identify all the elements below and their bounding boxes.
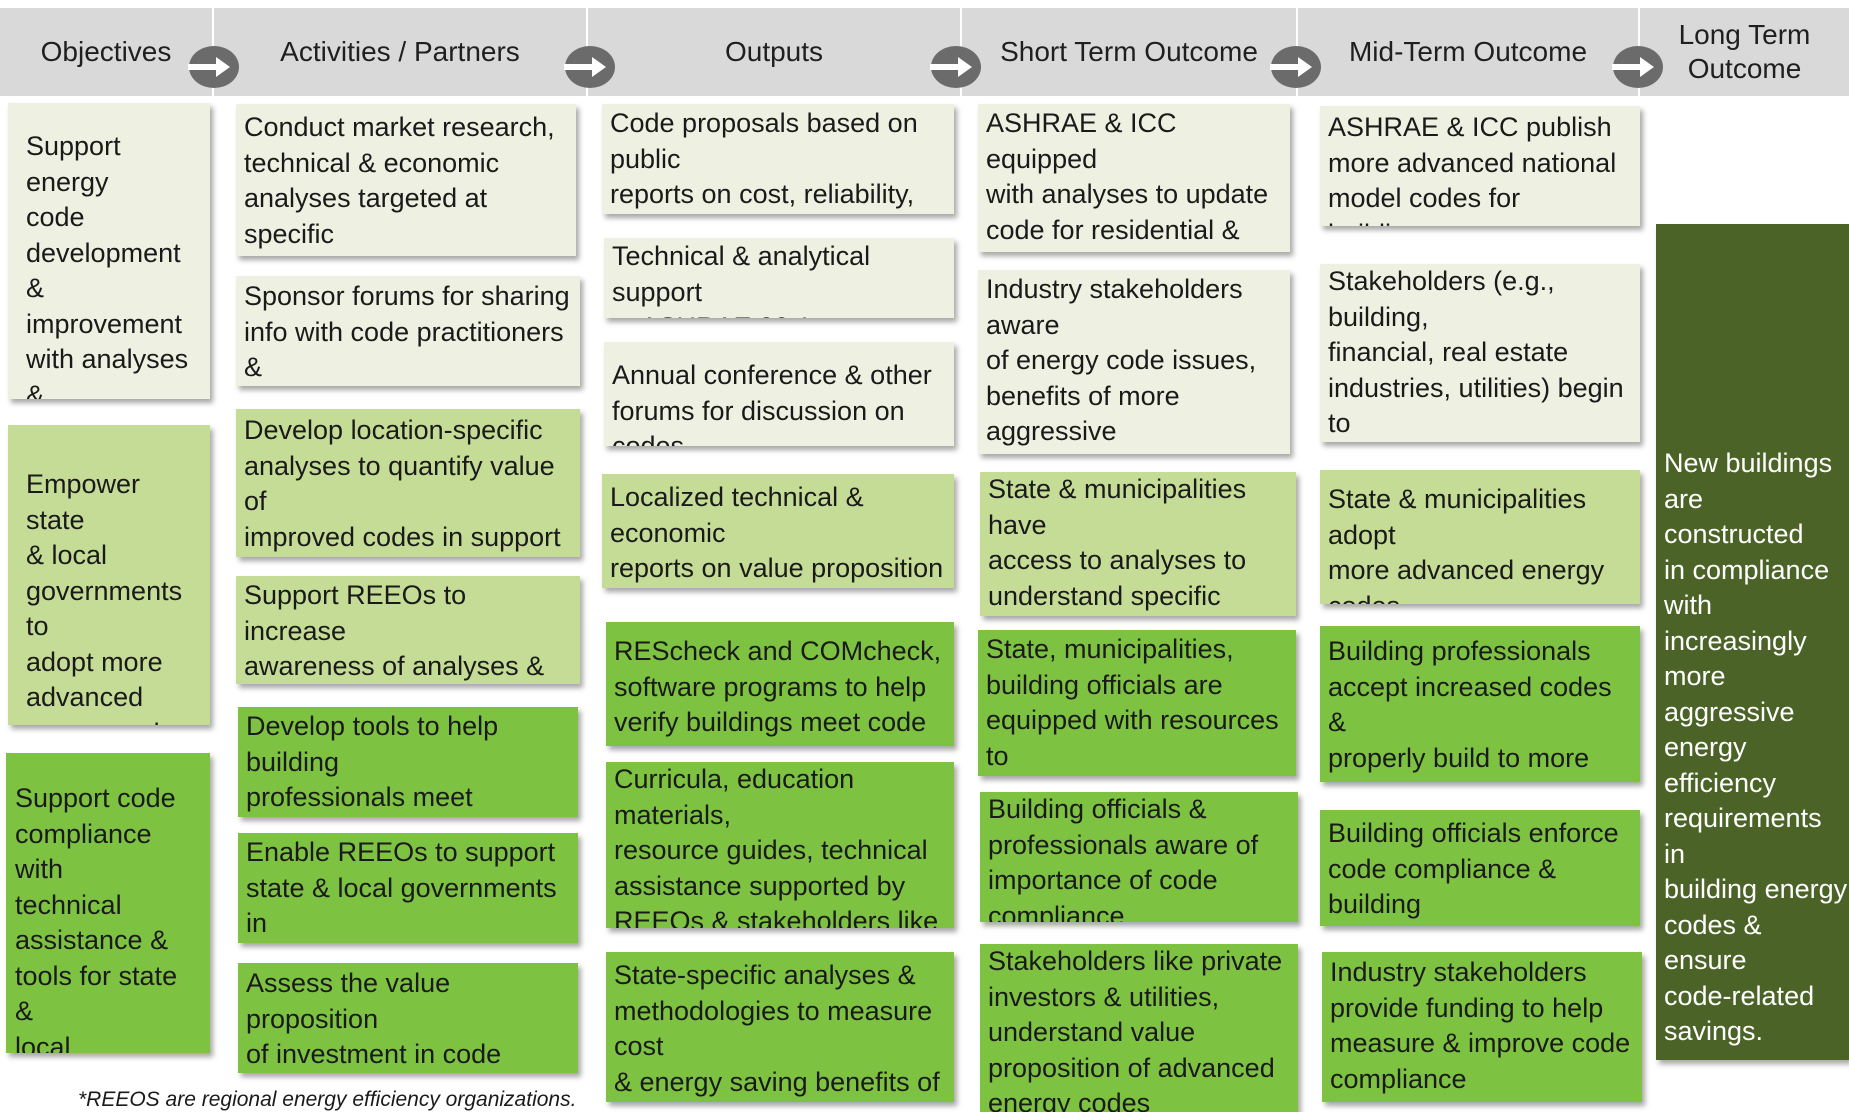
mid-term-box: Stakeholders (e.g., building, financial,… — [1320, 264, 1640, 442]
short-term-box: State, municipalities, building official… — [978, 630, 1296, 776]
short-term-box: ASHRAE & ICC equipped with analyses to u… — [978, 104, 1290, 252]
activity-box: Develop location-specific analyses to qu… — [236, 409, 580, 557]
mid-term-box: Building professionals accept increased … — [1320, 626, 1640, 782]
header-outputs: Outputs — [724, 36, 824, 67]
output-box: Code proposals based on public reports o… — [602, 104, 954, 214]
header-objectives: Objectives — [40, 36, 172, 67]
mid-term-box: ASHRAE & ICC publish more advanced natio… — [1320, 106, 1640, 226]
output-box: Technical & analytical support to ASHRAE… — [604, 238, 954, 318]
activity-box: Enable REEOs to support state & local go… — [238, 833, 578, 943]
header-long-term: Long Term Outcome — [1678, 19, 1811, 84]
short-term-box: Building officials & professionals aware… — [980, 792, 1298, 922]
activity-box: Support REEOs to increase awareness of a… — [236, 576, 580, 684]
objective-box: Support energy code development & improv… — [8, 103, 210, 399]
objective-box: Support code compliance with technical a… — [6, 753, 210, 1053]
objective-box: Empower state & local governments to ado… — [8, 425, 210, 725]
circle-arrow-right-icon — [1612, 46, 1663, 88]
short-term-box: Industry stakeholders aware of energy co… — [978, 270, 1290, 454]
mid-term-box: Industry stakeholders provide funding to… — [1322, 952, 1642, 1102]
activity-box: Develop tools to help building professio… — [238, 707, 578, 817]
output-box: REScheck and COMcheck, software programs… — [606, 622, 954, 746]
header-mid-term: Mid-Term Outcome — [1348, 36, 1588, 67]
activity-box: Sponsor forums for sharing info with cod… — [236, 276, 580, 386]
mid-term-box: Building officials enforce code complian… — [1320, 810, 1640, 926]
circle-arrow-right-icon — [564, 46, 615, 88]
output-box: Curricula, education materials, resource… — [606, 762, 954, 928]
activity-box: Assess the value proposition of investme… — [238, 963, 578, 1073]
header-short-term: Short Term Outcome — [1000, 36, 1258, 67]
output-box: State-specific analyses & methodologies … — [606, 952, 954, 1102]
short-term-box: Stakeholders like private investors & ut… — [980, 944, 1298, 1112]
footnote: *REEOS are regional energy efficiency or… — [78, 1088, 577, 1111]
header-top-line — [0, 0, 1849, 8]
short-term-box: State & municipalities have access to an… — [980, 472, 1296, 616]
output-box: Annual conference & other forums for dis… — [604, 342, 954, 446]
output-box: Localized technical & economic reports o… — [602, 474, 954, 588]
circle-arrow-right-icon — [930, 46, 981, 88]
circle-arrow-right-icon — [188, 46, 239, 88]
mid-term-box: State & municipalities adopt more advanc… — [1320, 470, 1640, 604]
activity-box: Conduct market research, technical & eco… — [236, 104, 576, 256]
circle-arrow-right-icon — [1270, 46, 1321, 88]
long-term-box: New buildings are constructed in complia… — [1656, 224, 1849, 1060]
header-activities: Activities / Partners — [280, 36, 520, 67]
header-bar — [0, 8, 1849, 96]
